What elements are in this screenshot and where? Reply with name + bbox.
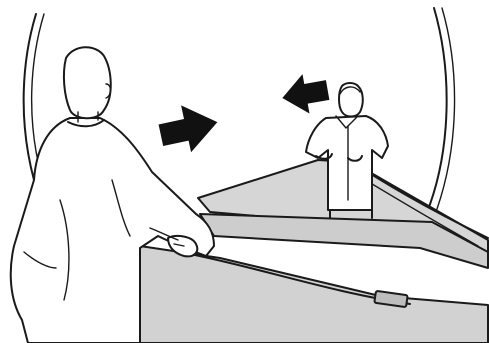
tent-fabric-front xyxy=(140,246,488,343)
arrow-left-icon xyxy=(279,70,331,117)
background-person-head xyxy=(339,83,363,117)
right-tent-pole-inner xyxy=(433,8,455,220)
foreground-person-head xyxy=(64,47,111,118)
right-tent-pole xyxy=(426,8,447,215)
left-tent-pole xyxy=(24,14,36,180)
arrow-right-icon xyxy=(156,99,223,158)
